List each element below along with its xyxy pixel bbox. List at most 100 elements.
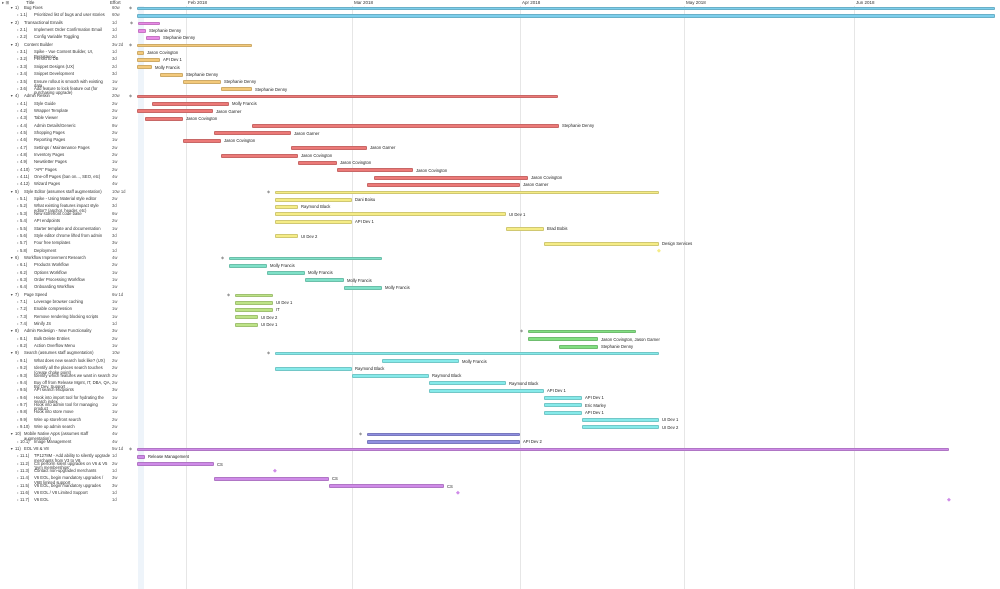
task-bar[interactable] (275, 212, 506, 217)
task-title[interactable]: Spike - Vue Content Builder, UI, Persist… (34, 49, 93, 59)
task-title[interactable]: Hook into admin tool for managing produc… (34, 401, 98, 412)
task-effort[interactable]: 2w (112, 335, 118, 341)
task-effort[interactable]: 1d (112, 27, 117, 33)
collapse-chevron-icon[interactable]: ▼ (10, 351, 14, 356)
task-effort[interactable]: 1w (112, 78, 118, 84)
task-effort[interactable]: 1d (112, 321, 117, 327)
task-bar[interactable] (221, 87, 252, 92)
task-title[interactable]: Options Workflow (34, 269, 67, 275)
task-bar[interactable] (275, 234, 298, 239)
task-effort[interactable]: 8w (112, 122, 118, 128)
task-title[interactable]: Image Management (34, 438, 72, 444)
task-title[interactable]: Products Workflow (34, 262, 69, 268)
task-row[interactable]: •5.1)Spike - Using Material style editor… (0, 196, 135, 203)
task-title[interactable]: Implement Order Confirmation Email (34, 27, 102, 33)
task-bar[interactable] (582, 418, 659, 423)
collapse-chevron-icon[interactable]: ▼ (10, 292, 14, 297)
task-effort[interactable]: 4w (112, 254, 118, 260)
task-title[interactable]: Identify which features we want in searc… (34, 372, 111, 378)
task-title[interactable]: TP1278M - Add ability to silently upgrad… (34, 453, 111, 463)
task-title[interactable]: Ensure rollout is smooth with existing d… (34, 78, 103, 89)
task-title[interactable]: Search (assumes staff augmentation) (24, 350, 94, 356)
task-title[interactable]: Newsletter Pages (34, 159, 67, 165)
task-row[interactable]: •9.4)Buy off from Release Mgmt, IT, DBA,… (0, 380, 135, 389)
task-effort[interactable]: 10w (112, 350, 120, 356)
task-row[interactable]: •9.2)Identify all the places search touc… (0, 365, 135, 374)
group-summary-bar[interactable] (138, 21, 160, 25)
task-title[interactable]: Hook into store move (34, 409, 74, 415)
task-title[interactable]: Content Builder (24, 41, 53, 47)
task-title[interactable]: Persist to DB (34, 56, 59, 62)
task-effort[interactable]: 4w (112, 174, 118, 180)
collapse-chevron-icon[interactable]: ▼ (10, 447, 14, 451)
task-effort[interactable]: 2w (112, 460, 118, 466)
task-title[interactable]: Add feature to lock feature out (for pur… (34, 85, 98, 96)
task-title[interactable]: What does new search look like? (UX) (34, 357, 105, 363)
task-effort[interactable]: 6w 1d (112, 291, 124, 297)
task-effort[interactable]: 2w (112, 196, 118, 202)
group-summary-bar[interactable] (137, 43, 252, 47)
task-effort[interactable]: 3d (112, 56, 117, 62)
task-bar[interactable] (305, 278, 344, 283)
task-bar[interactable] (582, 425, 659, 430)
task-effort[interactable]: 1w (112, 343, 118, 349)
task-row[interactable]: •9.7)Hook into admin tool for managing p… (0, 401, 135, 412)
task-effort[interactable]: 1d (112, 490, 117, 496)
task-bar[interactable] (367, 440, 520, 445)
task-title[interactable]: Wire up admin search (34, 423, 75, 429)
task-title[interactable]: Action Overflow Menu (34, 343, 75, 349)
task-row[interactable]: •3.1)Spike - Vue Content Builder, UI, Pe… (0, 49, 135, 59)
task-bar[interactable] (229, 263, 267, 268)
task-effort[interactable]: 1w (112, 299, 118, 304)
task-row[interactable]: •11.4)V6 EOL, begin mandatory upgrades /… (0, 476, 135, 485)
task-effort[interactable]: 2w (112, 144, 118, 150)
task-effort[interactable]: 2w (112, 100, 118, 106)
task-effort[interactable]: 1w (112, 306, 118, 312)
task-title[interactable]: Inventory Pages (34, 152, 65, 157)
milestone-diamond-icon[interactable]: ◆ (273, 468, 277, 475)
task-effort[interactable]: 3w (112, 482, 118, 488)
task-row[interactable]: •3.5)Ensure rollout is smooth with exist… (0, 78, 135, 89)
task-row[interactable]: •9.1)What does new search look like? (UX… (0, 357, 135, 365)
task-effort[interactable]: 4w (112, 181, 118, 187)
task-effort[interactable]: 2w (112, 372, 118, 378)
group-summary-bar[interactable] (275, 190, 659, 194)
task-bar[interactable] (137, 13, 995, 18)
task-bar[interactable] (298, 160, 337, 165)
task-effort[interactable]: 6w (112, 210, 118, 216)
task-bar[interactable] (544, 396, 582, 401)
task-title[interactable]: API endpoints (34, 218, 61, 224)
task-bar[interactable] (145, 116, 183, 121)
task-bar[interactable] (137, 57, 160, 62)
task-effort[interactable]: 1w (112, 269, 118, 275)
task-title[interactable]: Snippet Development (34, 71, 75, 77)
task-title[interactable]: Admin Redesign - New Functionality (24, 328, 92, 334)
task-effort[interactable]: 60w (112, 12, 120, 18)
task-title[interactable]: Wizard Pages (34, 181, 61, 187)
task-title[interactable]: Transactional Emails (24, 19, 63, 25)
collapse-chevron-icon[interactable]: ▼ (10, 42, 14, 47)
task-row[interactable]: •11.1)TP1278M - Add ability to silently … (0, 453, 135, 463)
collapse-chevron-icon[interactable]: ▼ (10, 255, 14, 260)
task-bar[interactable] (137, 65, 152, 70)
task-title[interactable]: Config Variable Toggling (34, 34, 80, 40)
task-effort[interactable]: 10w 1d (112, 188, 126, 194)
task-effort[interactable]: 1w (112, 115, 118, 121)
task-title[interactable]: Hook into import tool for hydrating the … (34, 394, 104, 405)
task-effort[interactable]: 3w (112, 328, 118, 334)
task-effort[interactable]: 2w (112, 166, 118, 172)
